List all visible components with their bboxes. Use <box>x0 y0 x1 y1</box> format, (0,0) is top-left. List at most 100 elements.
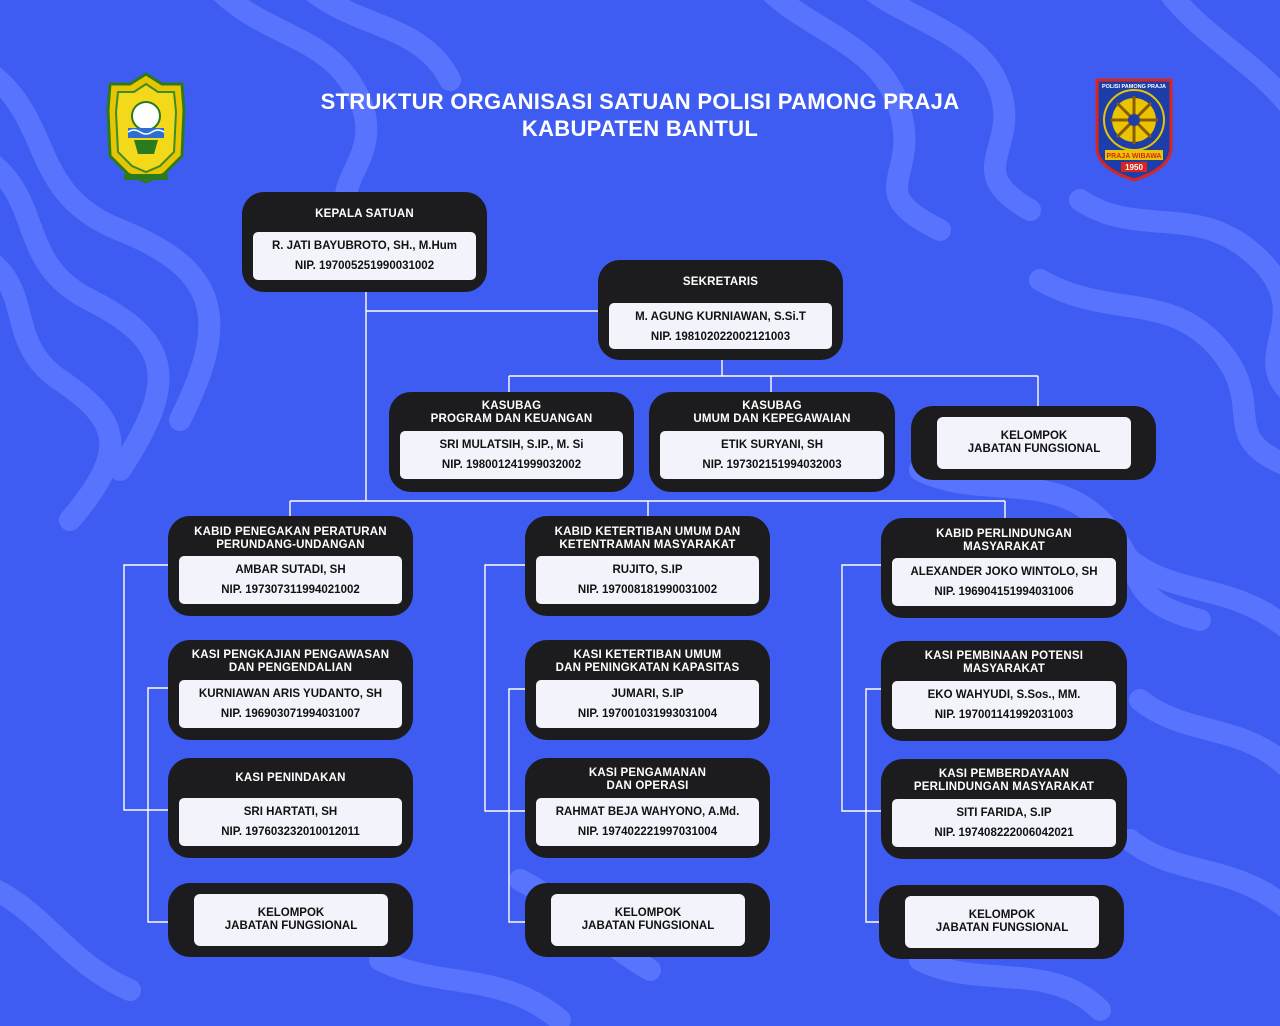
kabid-perlindungan-box: KABID PERLINDUNGAN MASYARAKAT ALEXANDER … <box>881 518 1127 618</box>
kasi-pemberdayaan-title-2: PERLINDUNGAN MASYARAKAT <box>913 780 1095 793</box>
kasubag-umum-nip: NIP. 197302151994032003 <box>702 459 842 471</box>
kabid-penegakan-card: AMBAR SUTADI, SH NIP. 197307311994021002 <box>179 556 402 604</box>
kasi-penindakan-box: KASI PENINDAKAN SRI HARTATI, SH NIP. 197… <box>168 758 413 858</box>
kepala-satuan-box: KEPALA SATUAN R. JATI BAYUBROTO, SH., M.… <box>242 192 487 292</box>
kasi-penindakan-title: KASI PENINDAKAN <box>176 772 405 785</box>
kasi-ketertiban-box: KASI KETERTIBAN UMUM DAN PENINGKATAN KAP… <box>525 640 770 740</box>
kasi-pengkajian-nip: NIP. 196903071994031007 <box>220 708 361 720</box>
fungsional-col1-line1: KELOMPOK <box>257 907 325 919</box>
kabid-ketertiban-card: RUJITO, S.IP NIP. 197008181990031002 <box>536 556 759 604</box>
kasi-pengkajian-card: KURNIAWAN ARIS YUDANTO, SH NIP. 19690307… <box>179 680 402 728</box>
fungsional-col3-line1: KELOMPOK <box>968 909 1036 921</box>
kasi-pengkajian-title-1: KASI PENGKAJIAN PENGAWASAN <box>191 649 390 661</box>
fungsional-col3-box: KELOMPOK JABATAN FUNGSIONAL <box>879 885 1124 959</box>
bantul-regency-emblem-icon <box>104 70 188 186</box>
kasi-pengkajian-title-2: DAN PENGENDALIAN <box>228 661 353 674</box>
kasi-pengamanan-title: KASI PENGAMANAN DAN OPERASI <box>533 767 762 792</box>
kasubag-program-title-1: KASUBAG <box>481 400 542 412</box>
kabid-penegakan-name: AMBAR SUTADI, SH <box>235 564 346 576</box>
kasubag-umum-title: KASUBAG UMUM DAN KEPEGAWAIAN <box>657 400 887 425</box>
satpol-pp-emblem-icon: PRAJA WIBAWA 1950 POLISI PAMONG PRAJA <box>1093 76 1175 182</box>
fungsional-col2-line1: KELOMPOK <box>614 907 682 919</box>
kepala-card: R. JATI BAYUBROTO, SH., M.Hum NIP. 19700… <box>253 232 476 280</box>
kasubag-umum-card: ETIK SURYANI, SH NIP. 197302151994032003 <box>660 431 884 479</box>
kasi-pengkajian-title: KASI PENGKAJIAN PENGAWASAN DAN PENGENDAL… <box>176 649 405 674</box>
fungsional-col1-card: KELOMPOK JABATAN FUNGSIONAL <box>194 894 388 946</box>
kabid-ketertiban-title-1: KABID KETERTIBAN UMUM DAN <box>554 526 741 538</box>
kasubag-program-name: SRI MULATSIH, S.IP., M. Si <box>439 439 584 451</box>
kasi-pemberdayaan-nip: NIP. 197408222006042021 <box>934 827 1074 839</box>
sekretariat-fungsional-box: KELOMPOK JABATAN FUNGSIONAL <box>911 406 1156 480</box>
kasi-pembinaan-card: EKO WAHYUDI, S.Sos., MM. NIP. 1970011419… <box>892 681 1116 729</box>
kabid-perlindungan-name: ALEXANDER JOKO WINTOLO, SH <box>910 566 1098 578</box>
kabid-penegakan-nip: NIP. 197307311994021002 <box>221 584 360 596</box>
kasi-pemberdayaan-box: KASI PEMBERDAYAAN PERLINDUNGAN MASYARAKA… <box>881 759 1127 859</box>
kasi-pemberdayaan-card: SITI FARIDA, S.IP NIP. 19740822200604202… <box>892 799 1116 847</box>
page-title: STRUKTUR ORGANISASI SATUAN POLISI PAMONG… <box>240 88 1040 142</box>
kasi-pemberdayaan-title-1: KASI PEMBERDAYAAN <box>938 768 1070 780</box>
fungsional-col2-line2: JABATAN FUNGSIONAL <box>581 919 715 932</box>
kasi-pembinaan-title: KASI PEMBINAAN POTENSI MASYARAKAT <box>889 650 1119 675</box>
kasi-pemberdayaan-title: KASI PEMBERDAYAAN PERLINDUNGAN MASYARAKA… <box>889 768 1119 793</box>
kabid-ketertiban-name: RUJITO, S.IP <box>612 564 683 576</box>
kasi-ketertiban-title: KASI KETERTIBAN UMUM DAN PENINGKATAN KAP… <box>533 649 762 674</box>
kasi-pengkajian-box: KASI PENGKAJIAN PENGAWASAN DAN PENGENDAL… <box>168 640 413 740</box>
fungsional-col2-box: KELOMPOK JABATAN FUNGSIONAL <box>525 883 770 957</box>
satpol-top-text: POLISI PAMONG PRAJA <box>1102 84 1166 90</box>
title-line-1: STRUKTUR ORGANISASI SATUAN POLISI PAMONG… <box>320 89 960 114</box>
kasubag-program-box: KASUBAG PROGRAM DAN KEUANGAN SRI MULATSI… <box>389 392 634 492</box>
kepala-name: R. JATI BAYUBROTO, SH., M.Hum <box>271 240 458 252</box>
kasi-ketertiban-card: JUMARI, S.IP NIP. 197001031993031004 <box>536 680 759 728</box>
kasubag-umum-box: KASUBAG UMUM DAN KEPEGAWAIAN ETIK SURYAN… <box>649 392 895 492</box>
kabid-ketertiban-nip: NIP. 197008181990031002 <box>577 584 718 596</box>
kasi-penindakan-nip: NIP. 197603232010012011 <box>221 826 360 838</box>
title-line-2: KABUPATEN BANTUL <box>521 116 759 141</box>
kasi-pengamanan-card: RAHMAT BEJA WAHYONO, A.Md. NIP. 19740222… <box>536 798 759 846</box>
satpol-year: 1950 <box>1125 163 1143 172</box>
fungsional-col1-box: KELOMPOK JABATAN FUNGSIONAL <box>168 883 413 957</box>
kabid-perlindungan-nip: NIP. 196904151994031006 <box>934 586 1074 598</box>
kasi-ketertiban-nip: NIP. 197001031993031004 <box>577 708 718 720</box>
sekretaris-box: SEKRETARIS M. AGUNG KURNIAWAN, S.Si.T NI… <box>598 260 843 360</box>
fungsional-col1-line2: JABATAN FUNGSIONAL <box>224 919 358 932</box>
kasi-penindakan-name: SRI HARTATI, SH <box>243 806 338 818</box>
kasi-pemberdayaan-name: SITI FARIDA, S.IP <box>956 807 1052 819</box>
sekretaris-nip: NIP. 198102022002121003 <box>650 331 791 343</box>
kasi-pembinaan-nip: NIP. 197001141992031003 <box>934 709 1074 721</box>
kasubag-program-nip: NIP. 198001241999032002 <box>441 459 582 471</box>
kabid-ketertiban-box: KABID KETERTIBAN UMUM DAN KETENTRAMAN MA… <box>525 516 770 616</box>
satpol-motto: PRAJA WIBAWA <box>1107 153 1162 160</box>
kasi-pengamanan-box: KASI PENGAMANAN DAN OPERASI RAHMAT BEJA … <box>525 758 770 858</box>
kabid-penegakan-title-2: PERUNDANG-UNDANGAN <box>216 538 365 551</box>
kasi-pembinaan-name: EKO WAHYUDI, S.Sos., MM. <box>927 689 1081 701</box>
kabid-penegakan-title-1: KABID PENEGAKAN PERATURAN <box>194 526 387 538</box>
kasi-ketertiban-title-1: KASI KETERTIBAN UMUM <box>573 649 722 661</box>
kabid-ketertiban-title-2: KETENTRAMAN MASYARAKAT <box>559 538 736 551</box>
kasubag-umum-title-2: UMUM DAN KEPEGAWAIAN <box>693 412 851 425</box>
sek-fungsional-line1: KELOMPOK <box>1000 430 1068 442</box>
fungsional-col3-line2: JABATAN FUNGSIONAL <box>935 921 1069 934</box>
kabid-penegakan-title: KABID PENEGAKAN PERATURAN PERUNDANG-UNDA… <box>176 526 405 551</box>
kabid-perlindungan-card: ALEXANDER JOKO WINTOLO, SH NIP. 19690415… <box>892 558 1116 606</box>
kasubag-program-card: SRI MULATSIH, S.IP., M. Si NIP. 19800124… <box>400 431 623 479</box>
sekretaris-title: SEKRETARIS <box>606 276 835 289</box>
kasubag-program-title-2: PROGRAM DAN KEUANGAN <box>430 412 593 425</box>
kasi-pengamanan-title-1: KASI PENGAMANAN <box>588 767 707 779</box>
kasi-pengamanan-title-2: DAN OPERASI <box>606 779 689 792</box>
kepala-title: KEPALA SATUAN <box>250 208 479 221</box>
sek-fungsional-line2: JABATAN FUNGSIONAL <box>967 442 1101 455</box>
kabid-penegakan-box: KABID PENEGAKAN PERATURAN PERUNDANG-UNDA… <box>168 516 413 616</box>
kasubag-umum-name: ETIK SURYANI, SH <box>720 439 824 451</box>
kasi-penindakan-card: SRI HARTATI, SH NIP. 197603232010012011 <box>179 798 402 846</box>
kasubag-umum-title-1: KASUBAG <box>742 400 802 412</box>
kabid-perlindungan-title-1: KABID PERLINDUNGAN <box>936 528 1072 540</box>
fungsional-col3-card: KELOMPOK JABATAN FUNGSIONAL <box>905 896 1099 948</box>
kasi-pembinaan-title-2: MASYARAKAT <box>963 662 1045 675</box>
sekretaris-card: M. AGUNG KURNIAWAN, S.Si.T NIP. 19810202… <box>609 303 832 349</box>
kasi-penindakan-title-1: KASI PENINDAKAN <box>235 772 346 784</box>
kasi-pengamanan-name: RAHMAT BEJA WAHYONO, A.Md. <box>555 806 740 818</box>
kabid-ketertiban-title: KABID KETERTIBAN UMUM DAN KETENTRAMAN MA… <box>533 526 762 551</box>
kasi-pembinaan-title-1: KASI PEMBINAAN POTENSI <box>924 650 1084 662</box>
